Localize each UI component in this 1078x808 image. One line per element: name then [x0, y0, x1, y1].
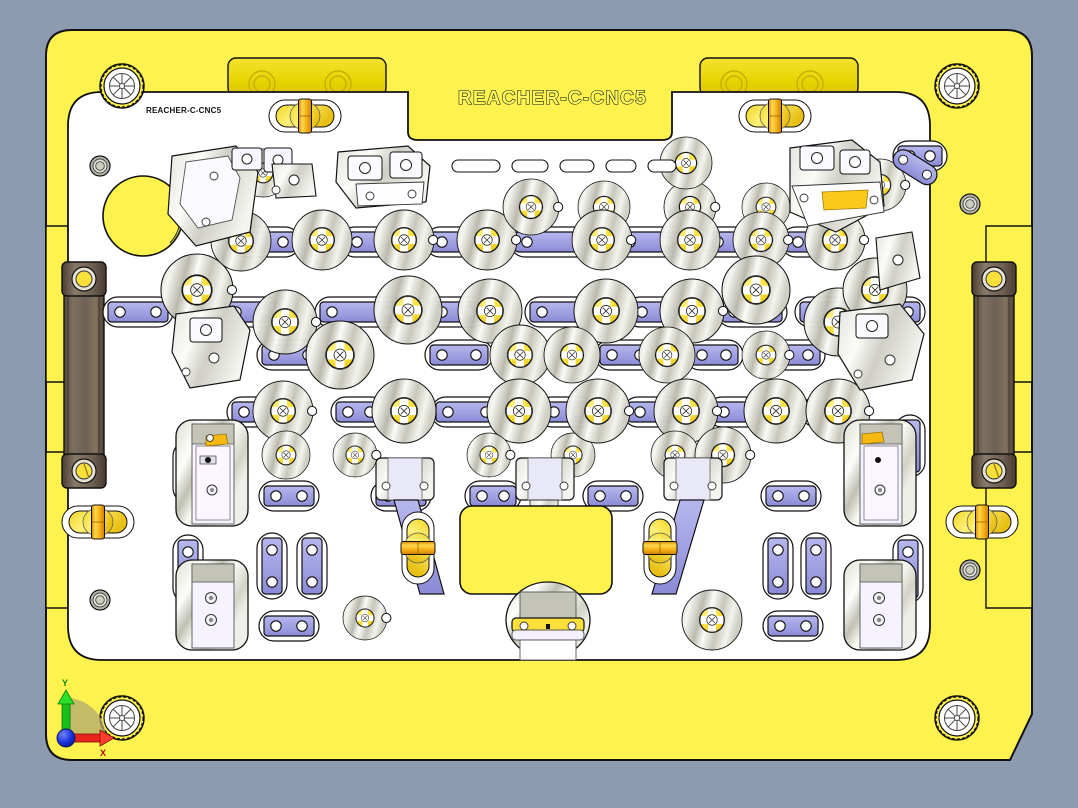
bottom-left-cylinder-lower: [175, 559, 249, 651]
cup-pin-lug: [371, 449, 382, 461]
coordinate-triad: Y X: [56, 678, 115, 758]
link-bar: [258, 610, 320, 642]
plate-fastener: [89, 155, 981, 611]
right-linear-rail: [971, 261, 1017, 489]
suction-cup: [722, 256, 790, 324]
cup-pin-lug: [307, 405, 318, 417]
cup-pin-lug: [863, 405, 875, 417]
suction-cup: [566, 379, 630, 443]
link-bar: [760, 480, 822, 512]
link-bar: [762, 532, 794, 600]
link-bar: [258, 480, 320, 512]
bottom-center-block-left: [375, 457, 435, 501]
suction-cup: [544, 327, 600, 383]
cup-pin-lug: [784, 349, 795, 361]
suction-cup: [503, 179, 559, 235]
bottom-right-cylinder-lower: [843, 559, 917, 651]
suction-cup: [372, 379, 436, 443]
bottom-center-block-mid: [515, 457, 575, 501]
link-bar: [464, 480, 522, 512]
cup-pin-lug: [623, 405, 635, 417]
clamp-knob-bottom-right[interactable]: [642, 511, 678, 585]
cup-pin-lug: [428, 234, 439, 246]
cup-pin-lug: [859, 234, 870, 246]
bottom-center-gripper: [505, 581, 591, 661]
lift-hole-top-left: [99, 63, 145, 109]
clamp-knob-top-right[interactable]: [738, 98, 812, 134]
cup-pin-lug: [900, 179, 911, 191]
part-tag-label: REACHER-C-CNC5: [146, 106, 222, 115]
suction-cup: [487, 379, 551, 443]
cup-pin-lug: [710, 201, 721, 213]
cup-pin-lug: [310, 316, 322, 328]
axis-x-label: X: [100, 748, 106, 758]
suction-cup: [374, 276, 442, 344]
link-bar: [102, 296, 174, 328]
cup-pin-lug: [381, 612, 392, 624]
cup-pin-lug: [783, 234, 794, 246]
suction-cup: [374, 210, 434, 270]
suction-cup: [660, 210, 720, 270]
suction-cup: [262, 431, 310, 479]
assembly-title: REACHER-C-CNC5: [458, 88, 647, 109]
suction-cup: [343, 596, 387, 640]
top-left-linkage-assembly: [167, 145, 317, 247]
link-bar: [296, 532, 328, 600]
mid-right-linkage-assembly: [837, 303, 925, 391]
cup-pin-lug: [226, 284, 238, 296]
left-linear-rail: [61, 261, 107, 489]
clamp-knob-mid-left[interactable]: [61, 504, 135, 540]
axis-origin-sphere: [56, 728, 76, 748]
suction-cup: [744, 379, 808, 443]
clamp-knob-mid-right[interactable]: [945, 504, 1019, 540]
suction-cup: [742, 331, 790, 379]
top-center-linkage-assembly: [335, 145, 677, 209]
link-bar: [430, 396, 504, 428]
cup-pin-lug: [745, 449, 756, 461]
link-bar: [256, 532, 288, 600]
mid-left-linkage-assembly: [171, 305, 251, 389]
suction-cup: [572, 210, 632, 270]
clamp-knob-bottom-left[interactable]: [400, 511, 436, 585]
suction-cup: [306, 321, 374, 389]
suction-cup: [467, 433, 511, 477]
clamp-knob-top-left[interactable]: [268, 98, 342, 134]
top-right-linkage-assembly: [789, 139, 938, 291]
suction-cup: [639, 327, 695, 383]
suction-cup: [292, 210, 352, 270]
cup-pin-lug: [505, 449, 516, 461]
suction-cup: [490, 325, 550, 385]
cup-pin-lug: [717, 305, 729, 317]
link-bar: [762, 610, 824, 642]
lift-hole-bottom-right: [934, 695, 980, 741]
axis-y-label: Y: [62, 678, 68, 688]
suction-cup: [333, 433, 377, 477]
cup-pin-lug: [626, 234, 637, 246]
link-bar: [800, 532, 832, 600]
bottom-left-cylinder-upper: [175, 419, 249, 527]
suction-cup: [682, 590, 742, 650]
cup-pin-lug: [510, 234, 522, 246]
cup-pin-lug: [553, 201, 564, 213]
link-bar: [582, 480, 644, 512]
cup-pin-lug: [711, 405, 723, 417]
link-bar: [424, 339, 494, 371]
bottom-right-cylinder-upper: [843, 419, 917, 527]
lift-hole-top-right: [934, 63, 980, 109]
center-yellow-pocket: [459, 505, 613, 595]
bottom-center-block-right: [663, 457, 723, 501]
